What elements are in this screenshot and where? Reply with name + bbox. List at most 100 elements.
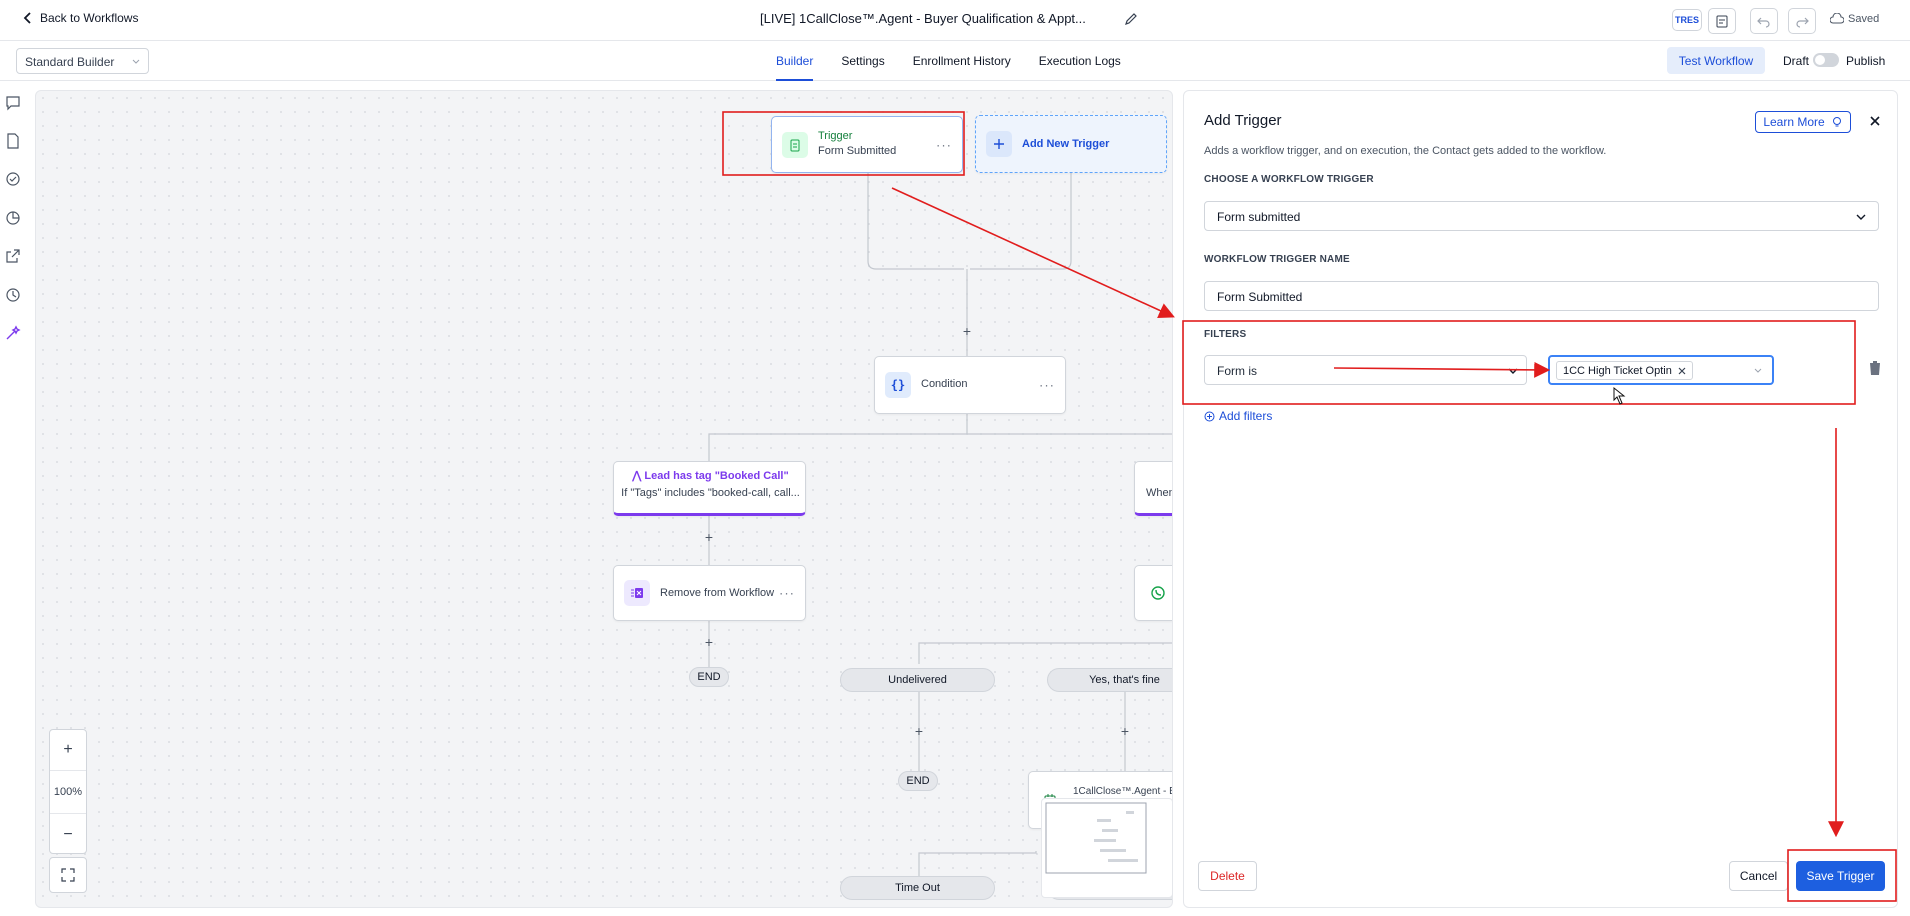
expand-icon xyxy=(61,868,75,882)
fit-view-button[interactable] xyxy=(49,857,87,893)
magic-wand-icon[interactable] xyxy=(5,325,21,341)
more-options-icon[interactable]: ··· xyxy=(779,585,795,601)
save-trigger-button[interactable]: Save Trigger xyxy=(1796,861,1885,891)
minimap[interactable] xyxy=(1041,798,1172,898)
trigger-node-subtitle: Form Submitted xyxy=(818,145,897,157)
bulb-icon xyxy=(1832,117,1841,127)
filter-chip-label: 1CC High Ticket Optin xyxy=(1563,364,1672,377)
add-step-icon[interactable]: + xyxy=(704,529,714,545)
saved-label: Saved xyxy=(1848,13,1880,25)
zoom-level: 100% xyxy=(50,771,86,814)
add-step-icon[interactable]: + xyxy=(1120,723,1130,739)
cloud-icon xyxy=(1830,13,1844,24)
workflow-canvas[interactable]: Trigger Form Submitted ··· Add New Trigg… xyxy=(35,90,1173,908)
chevron-left-icon xyxy=(23,12,31,24)
chevron-down-icon xyxy=(1508,368,1518,374)
trash-icon[interactable] xyxy=(1868,360,1882,376)
trigger-name-label: WORKFLOW TRIGGER NAME xyxy=(1204,254,1350,265)
tab-execution-logs[interactable]: Execution Logs xyxy=(1038,54,1121,68)
external-link-icon[interactable] xyxy=(5,248,21,264)
add-new-trigger-label: Add New Trigger xyxy=(1022,138,1110,150)
cancel-button[interactable]: Cancel xyxy=(1729,861,1788,891)
plus-icon: + xyxy=(63,741,73,758)
redo-icon xyxy=(1796,17,1809,28)
workflow-title[interactable]: [LIVE] 1CallClose™.Agent - Buyer Qualifi… xyxy=(760,11,1086,26)
plus-icon xyxy=(986,131,1012,157)
minus-icon: − xyxy=(63,825,73,843)
branch-subtitle: If "Tags" includes "booked-call, call... xyxy=(621,487,800,499)
tab-enrollment-history[interactable]: Enrollment History xyxy=(912,54,1011,68)
more-options-icon[interactable]: ··· xyxy=(1039,377,1055,393)
trigger-name-input[interactable]: Form Submitted xyxy=(1204,281,1879,311)
trigger-type-value: Form submitted xyxy=(1217,210,1301,224)
filter-value-select[interactable]: 1CC High Ticket Optin xyxy=(1548,355,1774,385)
publish-label: Publish xyxy=(1846,54,1886,68)
add-filters-link[interactable]: Add filters xyxy=(1204,409,1272,423)
branch-title-text: Lead has tag "Booked Call" xyxy=(644,470,789,482)
back-label: Back to Workflows xyxy=(40,11,139,25)
add-step-icon[interactable]: + xyxy=(914,723,924,739)
filters-label: FILTERS xyxy=(1204,329,1247,340)
branch-right-text: When xyxy=(1146,487,1173,499)
builder-mode-value: Standard Builder xyxy=(25,55,115,69)
add-step-icon[interactable]: + xyxy=(962,323,972,339)
history-icon[interactable] xyxy=(5,287,21,303)
sub-bar: Standard Builder Builder Settings Enroll… xyxy=(0,41,1910,81)
user-badge[interactable]: TRES xyxy=(1672,9,1702,31)
zoom-out-button[interactable]: − xyxy=(50,814,86,855)
tab-builder[interactable]: Builder xyxy=(776,41,814,81)
trigger-node-title: Trigger xyxy=(818,130,853,142)
more-options-icon[interactable]: ··· xyxy=(936,137,952,152)
draft-label: Draft xyxy=(1783,54,1810,68)
clipboard-icon xyxy=(782,131,808,158)
trigger-node[interactable]: Trigger Form Submitted ··· xyxy=(771,116,963,173)
test-workflow-button[interactable]: Test Workflow xyxy=(1667,47,1765,74)
tab-settings[interactable]: Settings xyxy=(841,54,885,68)
add-new-trigger-node[interactable]: Add New Trigger xyxy=(975,115,1167,173)
undo-button[interactable] xyxy=(1750,8,1778,34)
learn-more-button[interactable]: Learn More xyxy=(1755,111,1851,133)
redo-button[interactable] xyxy=(1788,8,1816,34)
saved-status: Saved xyxy=(1830,13,1879,25)
branch-node-right[interactable]: When xyxy=(1134,461,1173,516)
panel-description: Adds a workflow trigger, and on executio… xyxy=(1204,145,1607,157)
chevron-down-icon xyxy=(1754,368,1762,373)
branch-pill-undelivered[interactable]: Undelivered xyxy=(840,668,995,692)
branch-node-booked-call[interactable]: ⋀ Lead has tag "Booked Call" If "Tags" i… xyxy=(613,461,806,516)
filter-field-select[interactable]: Form is xyxy=(1204,355,1527,385)
learn-more-label: Learn More xyxy=(1763,115,1825,129)
whatsapp-node[interactable] xyxy=(1134,565,1172,621)
comment-icon[interactable] xyxy=(5,95,21,111)
document-icon[interactable] xyxy=(5,133,21,149)
check-circle-icon[interactable] xyxy=(5,171,21,187)
remove-label: Remove from Workflow xyxy=(660,587,775,599)
chevron-down-icon xyxy=(1856,214,1866,220)
top-bar: Back to Workflows [LIVE] 1CallClose™.Age… xyxy=(0,0,1910,41)
builder-mode-select[interactable]: Standard Builder xyxy=(16,48,149,74)
back-to-workflows-link[interactable]: Back to Workflows xyxy=(22,11,138,25)
pie-chart-icon[interactable] xyxy=(5,210,21,226)
publish-toggle[interactable] xyxy=(1813,53,1839,67)
pencil-icon[interactable] xyxy=(1124,12,1138,26)
chip-remove-icon[interactable] xyxy=(1678,367,1686,375)
end-marker: END xyxy=(898,771,938,791)
close-icon[interactable] xyxy=(1868,114,1882,128)
trigger-name-value: Form Submitted xyxy=(1217,290,1303,304)
filter-chip: 1CC High Ticket Optin xyxy=(1556,361,1693,380)
branch-pill-yes-fine[interactable]: Yes, that's fine xyxy=(1047,668,1172,692)
undo-icon xyxy=(1757,17,1770,28)
add-step-icon[interactable]: + xyxy=(704,634,714,650)
condition-node[interactable]: {} Condition ··· xyxy=(874,356,1066,414)
main-tabs: Builder Settings Enrollment History Exec… xyxy=(776,41,1121,81)
clipboard-list-button[interactable] xyxy=(1708,8,1736,34)
choose-trigger-label: CHOOSE A WORKFLOW TRIGGER xyxy=(1204,174,1374,185)
calendar-node-title: 1CallClose™.Agent - B xyxy=(1073,786,1173,797)
end-marker: END xyxy=(689,667,729,687)
delete-button[interactable]: Delete xyxy=(1198,861,1257,891)
branch-pill-time-out[interactable]: Time Out xyxy=(840,876,995,900)
zoom-in-button[interactable]: + xyxy=(50,730,86,771)
remove-from-workflow-node[interactable]: Remove from Workflow ··· xyxy=(613,565,806,621)
braces-icon: {} xyxy=(885,372,911,398)
clipboard-icon xyxy=(1716,15,1728,28)
trigger-type-select[interactable]: Form submitted xyxy=(1204,201,1879,231)
